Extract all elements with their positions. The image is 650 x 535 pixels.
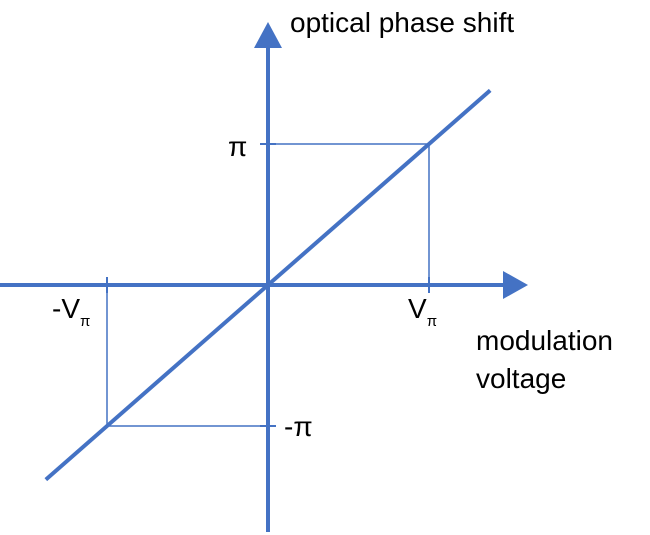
x-tick-label-pos: Vπ — [408, 293, 437, 330]
series-line — [44, 88, 492, 482]
y-tick-label-neg: -π — [284, 411, 313, 442]
x-axis-arrowhead — [503, 271, 528, 299]
y-axis-arrowhead — [254, 22, 282, 48]
x-axis-label-line2: voltage — [476, 363, 566, 394]
y-axis-label: optical phase shift — [290, 7, 514, 38]
guide-lines — [106, 143, 430, 427]
x-tick-label-neg: -Vπ — [52, 293, 90, 330]
y-tick-label-pos: π — [228, 131, 247, 162]
x-axis-label-line1: modulation — [476, 325, 613, 356]
axis-ticks — [106, 143, 430, 427]
